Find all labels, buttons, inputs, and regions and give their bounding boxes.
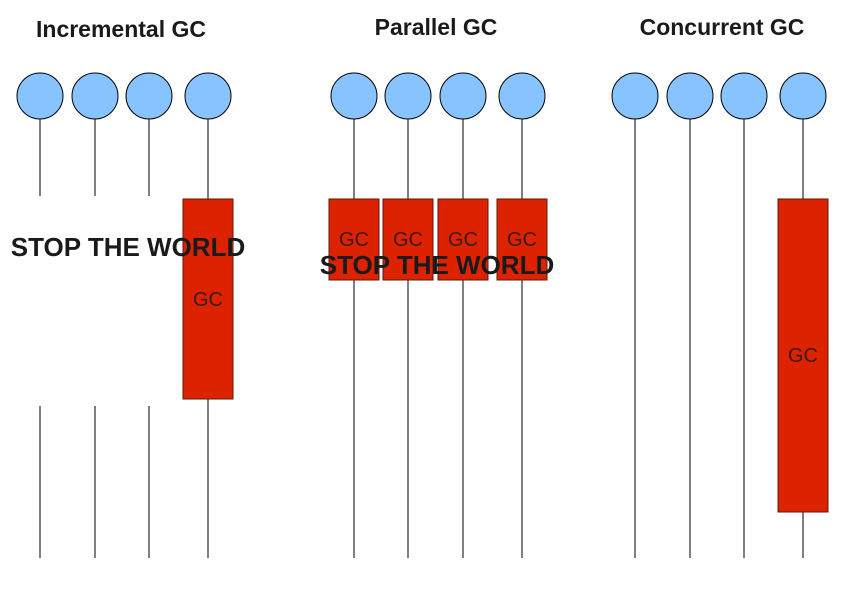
panel-title-incremental: Incremental GC: [36, 16, 206, 42]
gc-box: [382, 198, 434, 281]
gc-box: [182, 198, 234, 400]
gc-box-label: GC: [507, 229, 537, 251]
thread-circle: [125, 72, 173, 120]
thread-circle: [384, 72, 432, 120]
gc-box-label: GC: [393, 229, 423, 251]
thread-circle: [779, 72, 827, 120]
gc-box: [328, 198, 380, 281]
panel-title-concurrent: Concurrent GC: [640, 14, 805, 40]
panel-incremental-gc: Incremental GC GC STOP THE WORLD: [11, 16, 246, 558]
gc-box-label: GC: [788, 345, 818, 367]
panel-parallel-gc: Parallel GC GC GC GC GC STOP THE WORLD: [320, 14, 555, 558]
thread-circle: [611, 72, 659, 120]
gc-box-label: GC: [193, 289, 223, 311]
gc-box: [437, 198, 489, 281]
gc-box: [496, 198, 548, 281]
panel-concurrent-gc: Concurrent GC GC: [611, 14, 829, 558]
thread-circle: [439, 72, 487, 120]
panel-title-parallel: Parallel GC: [375, 14, 498, 40]
thread-circle: [666, 72, 714, 120]
thread-circle: [184, 72, 232, 120]
thread-circle: [16, 72, 64, 120]
thread-circle: [720, 72, 768, 120]
gc-box-label: GC: [448, 229, 478, 251]
gc-box: [777, 198, 829, 513]
thread-circle: [71, 72, 119, 120]
thread-circle: [498, 72, 546, 120]
thread-circle: [330, 72, 378, 120]
gc-box-label: GC: [339, 229, 369, 251]
stop-the-world-label: STOP THE WORLD: [320, 250, 555, 280]
stop-the-world-label: STOP THE WORLD: [11, 232, 246, 262]
